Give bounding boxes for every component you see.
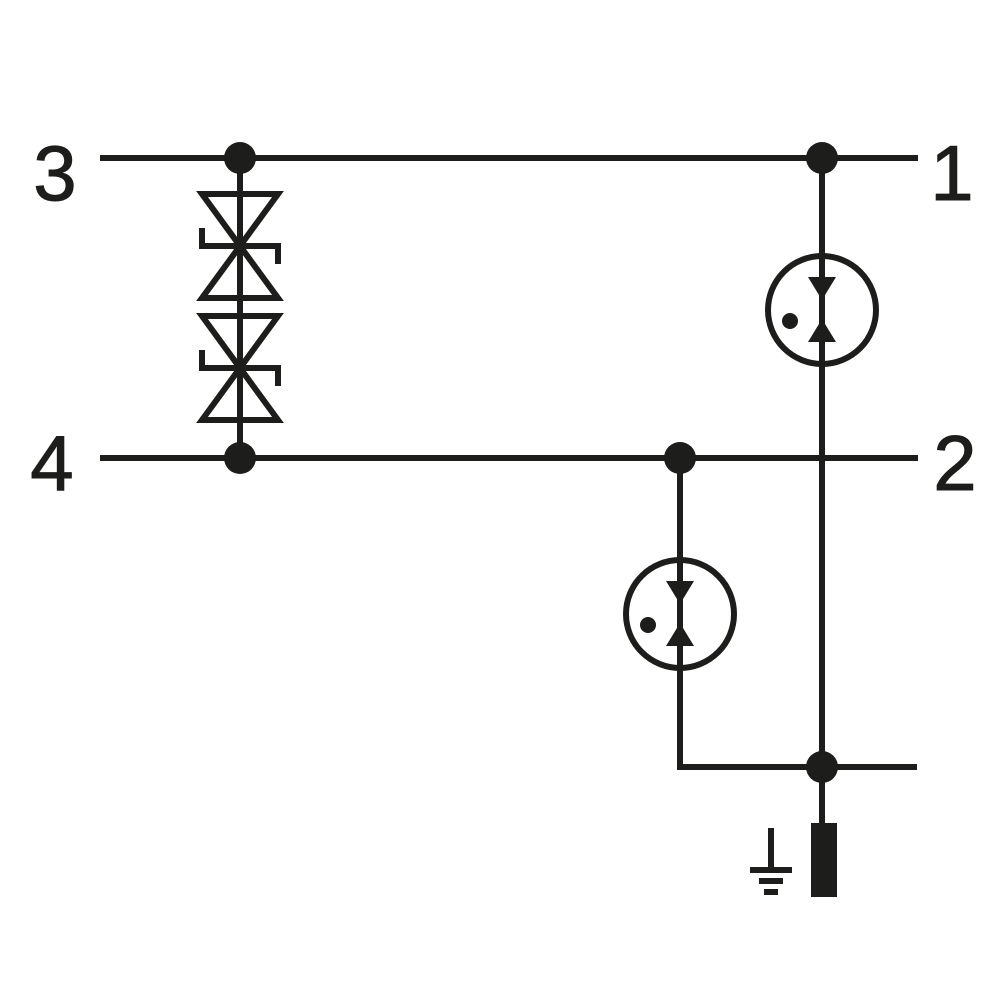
junction-dot [224,442,256,474]
terminal-label-1: 1 [930,129,973,217]
gdt-electrode-bottom [666,623,694,646]
gdt-gas-dot [640,617,656,633]
schematic-root: 3 1 4 2 [30,129,977,897]
gdt-electrode-bottom [808,319,836,342]
suppressor-diode-upper-icon [196,191,284,301]
zener-bar [199,350,281,386]
junction-dot [664,442,696,474]
gdt2-branch-conductor [677,458,917,770]
diode-triangle-down [196,191,284,252]
zener-bar [199,228,281,264]
gdt-gas-dot [782,313,798,329]
junction-dot [806,142,838,174]
terminal-label-4: 4 [30,419,73,507]
junction-dot [224,142,256,174]
gdt-circle [623,557,737,671]
diode-triangle-down [196,313,284,374]
junction-dot [806,751,838,783]
suppressor-diode-lower-icon [196,313,284,423]
earth-ground-icon [750,828,792,895]
diode-triangle-up [196,240,284,301]
gdt-electrode-top [666,581,694,604]
terminal-pin [811,823,837,897]
terminal-label-3: 3 [33,129,76,217]
gas-discharge-tube-2-icon [623,557,737,671]
diode-triangle-up [196,362,284,423]
gas-discharge-tube-1-icon [765,253,879,367]
gdt-electrode-top [808,277,836,300]
terminal-label-2: 2 [933,419,976,507]
gdt-circle [765,253,879,367]
